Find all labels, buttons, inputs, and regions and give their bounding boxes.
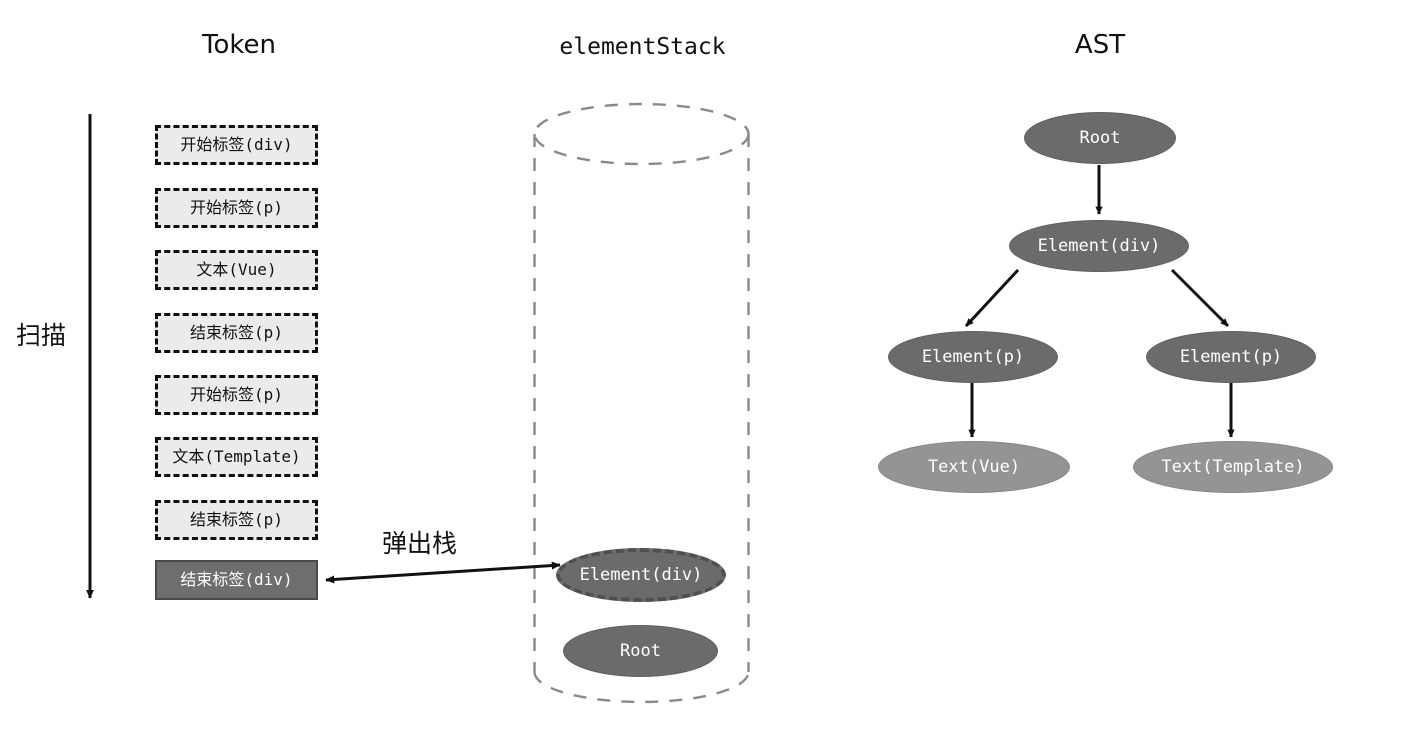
column-title-ast: AST: [1074, 30, 1126, 60]
token-item[interactable]: 文本(Vue): [155, 250, 318, 290]
pop-stack-label: 弹出栈: [382, 529, 458, 558]
column-title-element-stack: elementStack: [559, 34, 726, 60]
ast-node-root[interactable]: Root: [1024, 112, 1176, 164]
ast-edges: [964, 165, 1235, 438]
token-item-active[interactable]: 结束标签(div): [155, 560, 318, 600]
ast-node-element-p-left[interactable]: Element(p): [888, 331, 1058, 383]
token-item[interactable]: 开始标签(p): [155, 375, 318, 415]
element-stack-cylinder: [533, 102, 750, 704]
stack-item-root[interactable]: Root: [563, 625, 718, 677]
ast-edge-div-p1: [964, 268, 1020, 328]
token-item[interactable]: 开始标签(p): [155, 188, 318, 228]
stack-item-element-div[interactable]: Element(div): [556, 548, 726, 602]
ast-node-text-vue[interactable]: Text(Vue): [878, 441, 1070, 493]
ast-node-text-template[interactable]: Text(Template): [1133, 441, 1333, 493]
ast-node-element-div[interactable]: Element(div): [1009, 220, 1189, 272]
ast-node-element-p-right[interactable]: Element(p): [1146, 331, 1316, 383]
token-item[interactable]: 开始标签(div): [155, 125, 318, 165]
ast-edge-div-p2: [1170, 268, 1230, 328]
token-item[interactable]: 结束标签(p): [155, 313, 318, 353]
token-item[interactable]: 文本(Template): [155, 437, 318, 477]
column-title-token: Token: [202, 30, 276, 60]
token-item[interactable]: 结束标签(p): [155, 500, 318, 540]
scan-label: 扫描: [16, 321, 67, 350]
pop-stack-arrow: [325, 561, 561, 584]
